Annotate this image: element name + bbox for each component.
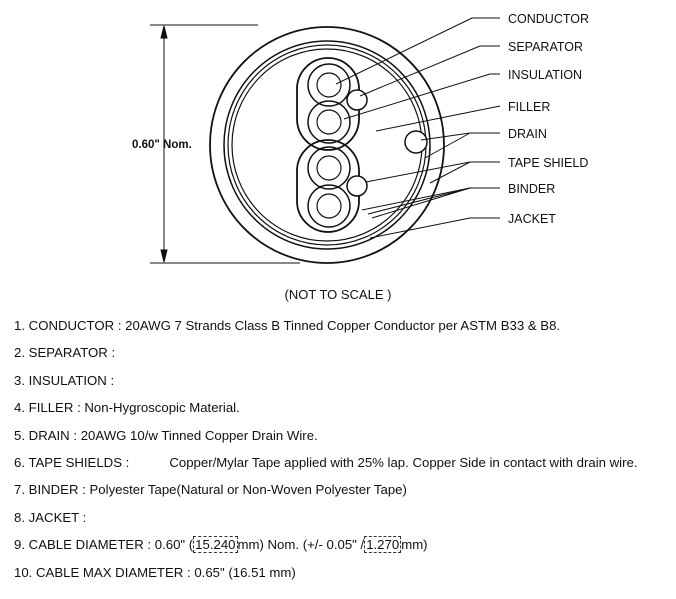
spec-item: 2. SEPARATOR : (14, 345, 116, 361)
callout-leaders (335, 17, 501, 239)
callout-binder: BINDER (508, 182, 555, 196)
spec-item: 10. CABLE MAX DIAMETER : 0.65" (16.51 mm… (14, 564, 296, 580)
boxed-value: 1.270 (364, 536, 402, 554)
callout-tape-shield: TAPE SHIELD (508, 156, 588, 170)
spec-item: 5. DRAIN : 20AWG 10/w Tinned Copper Drai… (14, 427, 318, 443)
callout-filler: FILLER (508, 100, 550, 114)
callout-drain: DRAIN (508, 127, 547, 141)
spec-item: 8. JACKET : (14, 509, 87, 525)
spec-item: 1. CONDUCTOR : 20AWG 7 Strands Class B T… (14, 318, 561, 333)
callout-conductor: CONDUCTOR (508, 12, 589, 26)
callout-labels: CONDUCTOR SEPARATOR INSULATION FILLER DR… (508, 12, 589, 226)
diameter-label: 0.60" Nom. (132, 139, 192, 151)
callout-jacket: JACKET (508, 212, 556, 226)
spec-list: 1. CONDUCTOR : 20AWG 7 Strands Class B T… (14, 318, 638, 592)
callout-separator: SEPARATOR (508, 40, 583, 54)
boxed-value: 15.240 (193, 536, 238, 554)
cable-cross-section-diagram: 0.60" Nom. (132, 12, 589, 264)
pair-lower (296, 139, 368, 233)
spec-item: 3. INSULATION : (14, 372, 115, 388)
spec-item: 7. BINDER : Polyester Tape(Natural or No… (14, 482, 407, 498)
spec-item: 4. FILLER : Non-Hygroscopic Material. (14, 400, 240, 416)
callout-insulation: INSULATION (508, 68, 582, 82)
diameter-dimension (150, 24, 300, 264)
scale-note: (NOT TO SCALE ) (284, 287, 392, 302)
pair-upper (296, 57, 368, 151)
spec-item: 6. TAPE SHIELDS :Copper/Mylar Tape appli… (14, 454, 638, 470)
drain-wire (404, 130, 428, 154)
